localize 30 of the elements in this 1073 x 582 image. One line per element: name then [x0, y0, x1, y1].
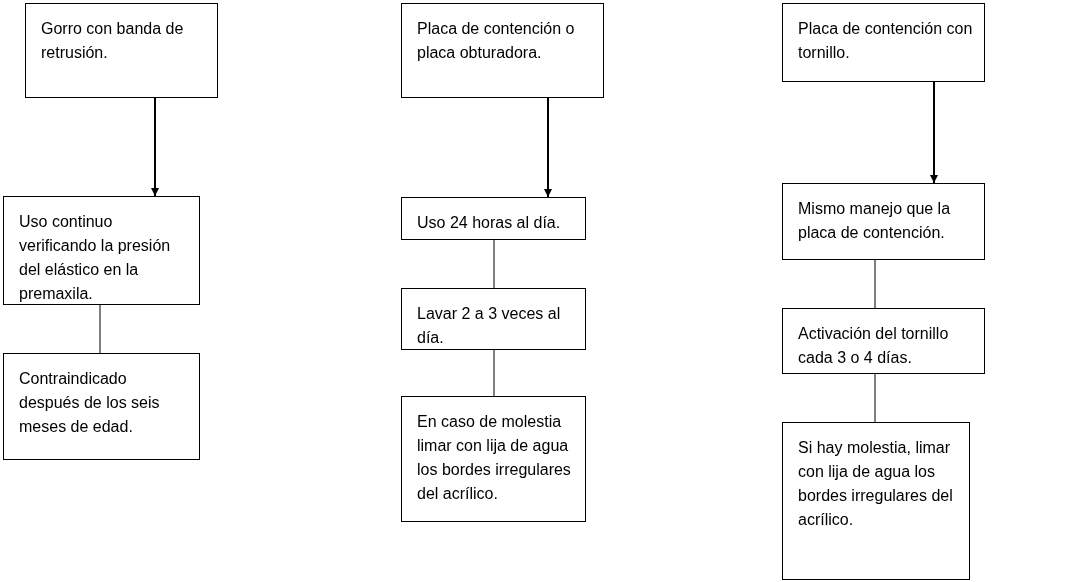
process-box — [25, 3, 218, 98]
connector-line — [874, 373, 876, 423]
connector-line — [493, 349, 495, 397]
process-box — [401, 396, 586, 522]
box-text: Contraindicado después de los seis meses de edad. — [19, 369, 161, 437]
process-box — [401, 3, 604, 98]
box-text: Placa de contención o placa obturadora. — [417, 19, 576, 63]
process-box — [401, 288, 586, 350]
connector-line — [874, 259, 876, 309]
connector-line — [493, 239, 495, 289]
process-box — [782, 183, 985, 260]
process-box — [3, 353, 200, 460]
box-text: Mismo manejo que la placa de contención. — [798, 199, 952, 243]
arrow — [544, 97, 552, 198]
arrow — [930, 81, 938, 184]
arrow — [151, 97, 159, 197]
box-text: Uso continuo verificando la presión del elástico en la premaxila. — [19, 212, 172, 304]
box-text: Lavar 2 a 3 veces al día. — [417, 304, 562, 348]
process-box — [782, 422, 970, 580]
process-box — [401, 197, 586, 240]
connector-line — [99, 304, 101, 354]
box-text: Gorro con banda de retrusión. — [41, 19, 185, 63]
box-text: Activación del tornillo cada 3 o 4 días. — [798, 324, 950, 368]
box-text: En caso de molestia limar con lija de agua los bordes irregulares del acrílico. — [417, 412, 572, 504]
process-box — [782, 3, 985, 82]
process-box — [782, 308, 985, 374]
box-text: Uso 24 horas al día. — [417, 213, 562, 233]
process-box — [3, 196, 200, 305]
box-text: Si hay molestia, limar con lija de agua los bordes irregulares del acrílico. — [798, 438, 954, 530]
box-text: Placa de contención con tornillo. — [798, 19, 974, 63]
